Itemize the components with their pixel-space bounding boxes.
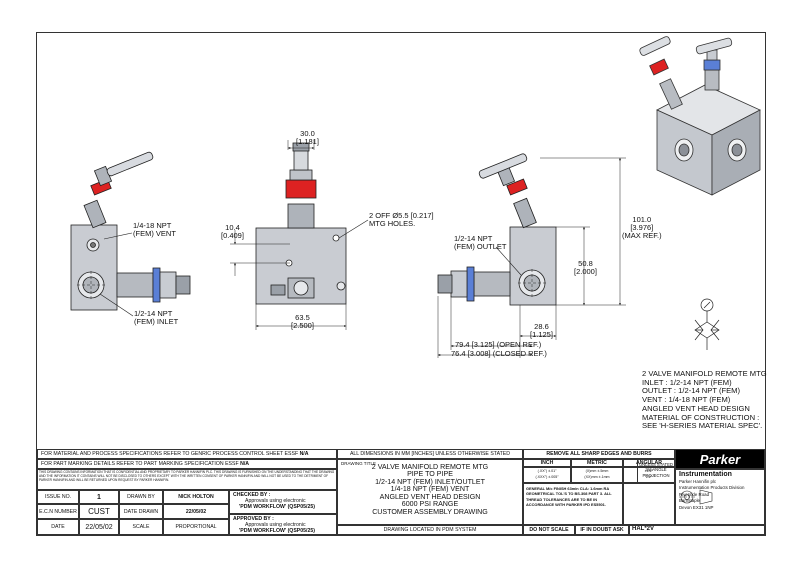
note-line: INLET : 1/2-14 NPT (FEM) — [642, 377, 732, 387]
ecn-label: E.C.N NUMBER — [37, 504, 79, 519]
date-value: 22/05/02 — [79, 519, 119, 535]
note-line: VENT : 1/4-18 NPT (FEM) — [642, 395, 731, 405]
drawing-title-lines: 2 VALVE MANIFOLD REMOTE MTG PIPE TO PIPE… — [338, 463, 522, 516]
division-name: Instrumentation — [679, 471, 732, 478]
checked-approvals: Approvals using electronic — [245, 498, 306, 504]
general-finish-note: GENERAL M/c FINISH 63min CLA: 1.6mm RA G… — [523, 483, 623, 525]
title-block: FOR MATERIAL AND PROCESS SPECIFICATIONS … — [37, 449, 765, 535]
title-line: PIPE TO PIPE — [407, 470, 453, 479]
drawing-border — [36, 32, 766, 536]
dim-50-8-label: 50.8[2.000] — [574, 259, 597, 276]
dim-10-4-label: 10.4[0.409] — [221, 223, 244, 240]
front-view — [230, 140, 369, 330]
inlet-callout: 1/2-14 NPT(FEM) INLET — [134, 309, 179, 326]
note-line: SEE 'H-SERIES MATERIAL SPEC'. — [642, 421, 763, 431]
do-not-scale: DO NOT SCALE — [523, 525, 575, 535]
dim-79-4-label: 79.4 [3.125] (OPEN REF.) — [455, 340, 542, 349]
date-drawn-value: 22/05/02 — [163, 504, 229, 519]
title-line: CUSTOMER ASSEMBLY DRAWING — [372, 507, 488, 516]
spec-notes: 2 VALVE MANIFOLD REMOTE MTG INLET : 1/2-… — [642, 369, 767, 431]
date-label: DATE — [37, 519, 79, 535]
pdm-note: DRAWING LOCATED IN PDM SYSTEM — [337, 525, 523, 535]
dim-101-label: 101.0[3.976](MAX REF.) — [622, 215, 662, 240]
note-line: MATERIAL OF CONSTRUCTION : — [642, 412, 760, 422]
projection-cell — [623, 483, 675, 525]
checked-by-label: CHECKED BY : — [233, 492, 271, 498]
title-line: 6000 PSI RANGE — [401, 500, 459, 509]
isometric-view — [639, 36, 761, 196]
side-view-right — [437, 153, 626, 358]
dim-30-label: 30.0[1.181] — [296, 129, 319, 146]
checked-workflow: 'PDM WORKFLOW' (QSP05/25) — [239, 504, 315, 510]
ecn-value: CUST — [79, 504, 119, 519]
title-line: 1/4-18 NPT (FEM) VENT — [390, 485, 470, 494]
marking-spec-row: FOR PART MARKING DETAILS REFER TO PART M… — [37, 459, 337, 469]
drawing-title-label: DRAWING TITLE — [341, 461, 377, 466]
scale-label: SCALE — [119, 519, 163, 535]
drawing-title-box: DRAWING TITLE 2 VALVE MANIFOLD REMOTE MT… — [337, 459, 523, 525]
vent-callout: 1/4-18 NPT(FEM) VENT — [133, 221, 176, 238]
burrs-note: REMOVE ALL SHARP EDGES AND BURRS — [523, 449, 675, 459]
drawn-by-value: NICK HOLTON — [163, 490, 229, 504]
parker-logo: Parker — [675, 449, 765, 469]
side-view-left — [70, 151, 191, 317]
dim-28-6-label: 28.6[1.125] — [530, 322, 553, 339]
title-line: 2 VALVE MANIFOLD REMOTE MTG — [371, 463, 489, 471]
dim-76-4-label: 76.4 [3.008] (CLOSED REF.) — [451, 349, 547, 358]
third-angle-projection-symbol — [679, 489, 713, 505]
date-drawn-label: DATE DRAWN — [119, 504, 163, 519]
approved-by-box: APPROVED BY : Approvals using electronic… — [229, 514, 337, 535]
company-info: Instrumentation Parker Hannifin plc Inst… — [675, 469, 765, 525]
issue-no-label: ISSUE NO. — [37, 490, 79, 504]
valve-schematic — [694, 298, 720, 350]
approved-by-label: APPROVED BY : — [233, 516, 274, 522]
dim-63-5-label: 63.5[2.500] — [291, 313, 314, 330]
metric-header: METRIC — [571, 459, 623, 467]
if-in-doubt: IF IN DOUBT ASK — [575, 525, 629, 535]
note-line: OUTLET : 1/2-14 NPT (FEM) — [642, 386, 741, 396]
material-spec-row: FOR MATERIAL AND PROCESS SPECIFICATIONS … — [37, 449, 337, 459]
inch-header: INCH — [523, 459, 571, 467]
title-line: ANGLED VENT HEAD DESIGN — [379, 492, 481, 501]
checked-by-box: CHECKED BY : Approvals using electronic … — [229, 490, 337, 514]
part-number: HAL*2V — [629, 525, 765, 535]
drawn-by-label: DRAWN BY — [119, 490, 163, 504]
scale-value: PROPORTIONAL — [163, 519, 229, 535]
outlet-callout: 1/2-14 NPT(FEM) OUTLET — [454, 234, 507, 251]
units-note: ALL DIMENSIONS IN MM [INCHES] UNLESS OTH… — [337, 449, 523, 459]
note-line: 2 VALVE MANIFOLD REMOTE MTG — [642, 369, 767, 378]
inch-tolerances: (.XX") ±.01"(.XXX") ±.005" — [523, 467, 571, 483]
mtg-holes-callout: 2 OFF Ø5.5 [0.217]MTG HOLES. — [369, 211, 434, 228]
approved-approvals: Approvals using electronic — [245, 522, 306, 528]
note-line: ANGLED VENT HEAD DESIGN — [642, 403, 750, 413]
issue-no-value: 1 — [79, 490, 119, 504]
title-line: 1/2-14 NPT (FEM) INLET/OUTLET — [375, 477, 485, 486]
confidential-note: THIS DRAWING CONTAINS INFORMATION THAT I… — [37, 469, 337, 490]
approved-workflow: 'PDM WORKFLOW' (QSP05/25) — [239, 528, 315, 534]
metric-tolerances: (X)mm ±.5mm(XX)mm ±.1mm — [571, 467, 623, 483]
